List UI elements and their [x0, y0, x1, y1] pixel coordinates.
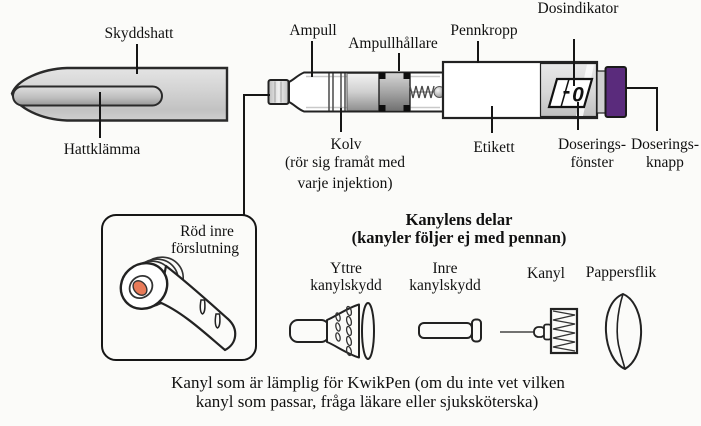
shield-flange	[361, 302, 375, 360]
line-hattklamma	[99, 92, 102, 138]
seal-barrel	[157, 264, 237, 352]
label-forslutning: förslutning	[170, 240, 240, 257]
label-dosindikator: Dosindikator	[537, 0, 619, 17]
label-ampull: Ampull	[289, 22, 337, 39]
pen-tip	[267, 79, 290, 105]
line-dosindikator	[573, 39, 576, 86]
cartridge-rings	[328, 73, 346, 111]
line-doseringsknapp-v	[656, 87, 659, 131]
label-inre-2: kanylskydd	[409, 277, 481, 294]
shield-cone	[326, 303, 360, 359]
inner-shield-tube	[418, 322, 473, 339]
shield-tube	[289, 319, 330, 343]
paper-tab-drawing	[604, 293, 643, 370]
label-rod-inre: Röd inre	[180, 223, 234, 240]
label-kanyl: Kanyl	[527, 265, 565, 282]
red-inner-seal	[132, 280, 148, 296]
label-skyddshatt: Skyddshatt	[104, 25, 174, 42]
plunger-corner	[403, 72, 410, 79]
plunger-kolv	[346, 73, 380, 111]
dose-window	[547, 77, 594, 109]
label-kolv-note-2: varje injektion)	[297, 175, 393, 192]
label-yttre-2: kanylskydd	[310, 277, 382, 294]
label-doseringsknapp-1: Doserings-	[630, 136, 700, 153]
inner-shield-cap	[471, 318, 482, 343]
paper-tab-crease	[616, 293, 626, 370]
caption-line-2: kanyl som passar, fråga läkare eller sju…	[195, 392, 539, 411]
label-doseringsknapp-2: knapp	[646, 154, 684, 171]
line-doseringsfonster	[577, 102, 580, 130]
label-pennkropp: Pennkropp	[450, 22, 518, 39]
needle-section-title-2: (kanyler följer ej med pennan)	[351, 228, 567, 247]
line-ampull	[311, 41, 314, 77]
inner-needle-shield-drawing	[418, 318, 482, 343]
outer-needle-shield-drawing	[289, 302, 375, 360]
needle-thread-zigzag	[552, 310, 576, 352]
label-ampullhallare: Ampullhållare	[348, 35, 438, 52]
dose-dial-tick	[563, 91, 570, 94]
pen-tip-shading	[274, 81, 282, 103]
plunger-corner	[403, 105, 410, 112]
screw-threads	[409, 85, 435, 99]
label-hattklamma: Hattklämma	[63, 141, 141, 158]
pen-cap-drawing	[10, 66, 229, 122]
line-skyddshatt	[136, 44, 139, 74]
dose-button	[604, 66, 627, 118]
pen-body-drawing: 0	[267, 60, 627, 120]
label-kolv-note-1: (rör sig framåt med	[284, 154, 406, 171]
label-doseringsfonster-2: fönster	[570, 154, 614, 171]
label-kolv: Kolv	[330, 136, 362, 153]
plunger-corner	[379, 105, 386, 112]
line-kolv	[340, 108, 343, 132]
shield-hatches	[335, 305, 353, 357]
dose-window-value: 0	[572, 84, 584, 107]
seal-pin	[214, 313, 221, 329]
label-etikett: Etikett	[473, 139, 515, 156]
line-inset-h	[243, 94, 270, 97]
label-yttre-1: Yttre	[330, 260, 362, 277]
cap-clip	[12, 85, 163, 107]
paper-tab-outline	[604, 293, 643, 370]
red-seal-drawing	[119, 256, 237, 352]
label-inre-1: Inre	[432, 260, 458, 277]
line-pennkropp	[477, 41, 480, 63]
caption-line-1: Kanyl som är lämplig för KwikPen (om du …	[171, 373, 565, 392]
needle-section-title-1: Kanylens delar	[405, 210, 513, 229]
seal-pin	[199, 299, 206, 315]
needle-drawing	[500, 307, 579, 355]
line-etikett	[491, 106, 494, 133]
line-doseringsknapp-h	[626, 87, 658, 90]
plunger-corner	[379, 72, 386, 79]
button-neck	[596, 70, 607, 114]
line-inset-v	[243, 94, 246, 215]
inset-box-red-seal: Röd inre förslutning	[101, 214, 257, 361]
label-pappersflik: Pappersflik	[585, 264, 657, 281]
line-ampullhallare	[398, 53, 401, 71]
label-doseringsfonster-1: Doserings-	[557, 136, 627, 153]
